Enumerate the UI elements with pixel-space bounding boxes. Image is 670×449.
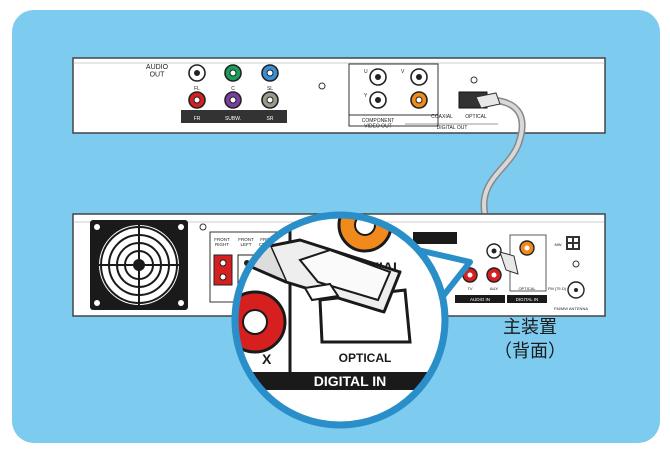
optical-label-small: OPTICAL (518, 286, 536, 291)
caption-line-2: （背面） (494, 341, 566, 362)
svg-text:FR: FR (194, 116, 201, 122)
jack-sl: SL (261, 64, 279, 92)
optical-out-label: OPTICAL (465, 114, 487, 120)
svg-text:COAXIAL: COAXIAL (431, 114, 453, 120)
caption-line-1: 主装置 (503, 317, 557, 338)
svg-text:Y: Y (364, 93, 368, 99)
svg-text:V: V (401, 69, 405, 75)
jack-aux (486, 243, 502, 283)
jack-fr: FR (188, 91, 206, 122)
svg-text:SUBW.: SUBW. (225, 116, 241, 122)
jack-component-y: Y (364, 91, 387, 109)
digital-in-label-small: DIGITAL IN (516, 297, 539, 302)
mw-label: MW (554, 242, 561, 247)
jack-fl: FL (188, 64, 206, 92)
magnifier-ring (231, 211, 449, 429)
svg-text:SR: SR (267, 116, 274, 122)
jack-c: C (224, 64, 242, 92)
cooling-fan (90, 220, 188, 310)
mag-digital-in-label: DIGITAL IN (314, 373, 387, 389)
jack-subw: SUBW. (224, 91, 242, 122)
aux-label-small: AUX (490, 286, 499, 291)
svg-text:U: U (364, 69, 368, 75)
jack-coaxial-in (519, 240, 535, 256)
antenna-label: FM/MW ANTENNA (554, 306, 588, 311)
jack-coaxial-out: COAXIAL (410, 91, 453, 120)
mag-optical-label: OPTICAL (339, 351, 392, 365)
fm-label: FM (75 Ω) (548, 286, 567, 291)
jack-sr: SR (261, 91, 279, 122)
jack-tv (462, 267, 478, 283)
magnified-view: DIGITAL IN COAXIAL X OPTICAL (235, 215, 445, 425)
svg-text:SL: SL (267, 86, 273, 92)
svg-text:FL: FL (194, 86, 200, 92)
optical-plug-bottom (499, 251, 519, 275)
jack-component-v: V (401, 68, 428, 86)
jack-component-u: U (364, 68, 387, 86)
main-unit-rear-caption: 主装置 （背面） (480, 316, 580, 364)
svg-text:C: C (231, 86, 235, 92)
optical-plug-top (475, 92, 501, 109)
mag-aux-partial: X (262, 351, 272, 367)
tv-label-small: TV (467, 286, 472, 291)
digital-out-label: DIGITAL OUT (437, 125, 468, 131)
mag-optical-plug (238, 233, 402, 314)
audio-in-label-small: AUDIO IN (470, 297, 490, 302)
